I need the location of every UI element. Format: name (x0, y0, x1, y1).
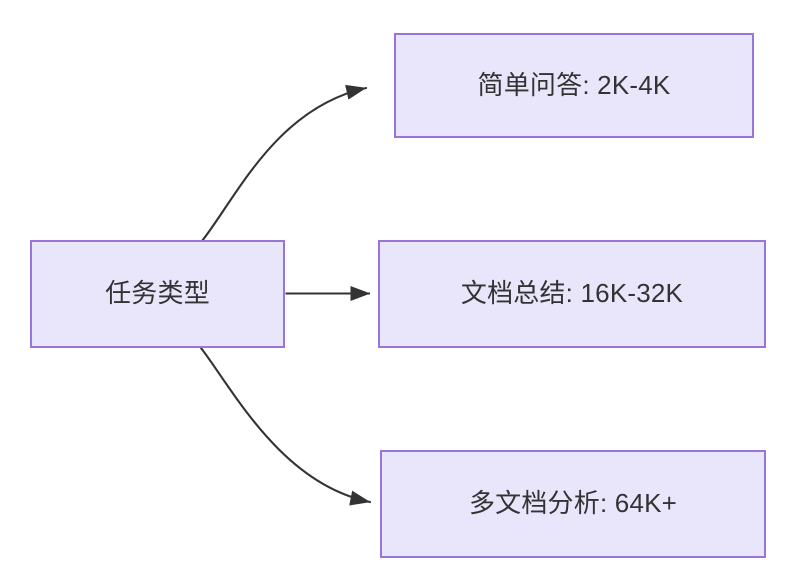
edge-root-to-multi-doc (199, 346, 372, 506)
node-doc-summary[interactable]: 文档总结: 16K-32K (378, 240, 766, 348)
node-multi-doc-label: 多文档分析: 64K+ (468, 488, 678, 519)
edge-root-to-simple-qa (200, 84, 368, 243)
node-simple-qa-label: 简单问答: 2K-4K (477, 69, 671, 100)
node-task-type-label: 任务类型 (105, 278, 210, 309)
node-doc-summary-label: 文档总结: 16K-32K (460, 278, 684, 309)
node-simple-qa[interactable]: 简单问答: 2K-4K (394, 33, 754, 138)
node-multi-doc[interactable]: 多文档分析: 64K+ (380, 450, 766, 558)
node-task-type[interactable]: 任务类型 (30, 240, 285, 348)
